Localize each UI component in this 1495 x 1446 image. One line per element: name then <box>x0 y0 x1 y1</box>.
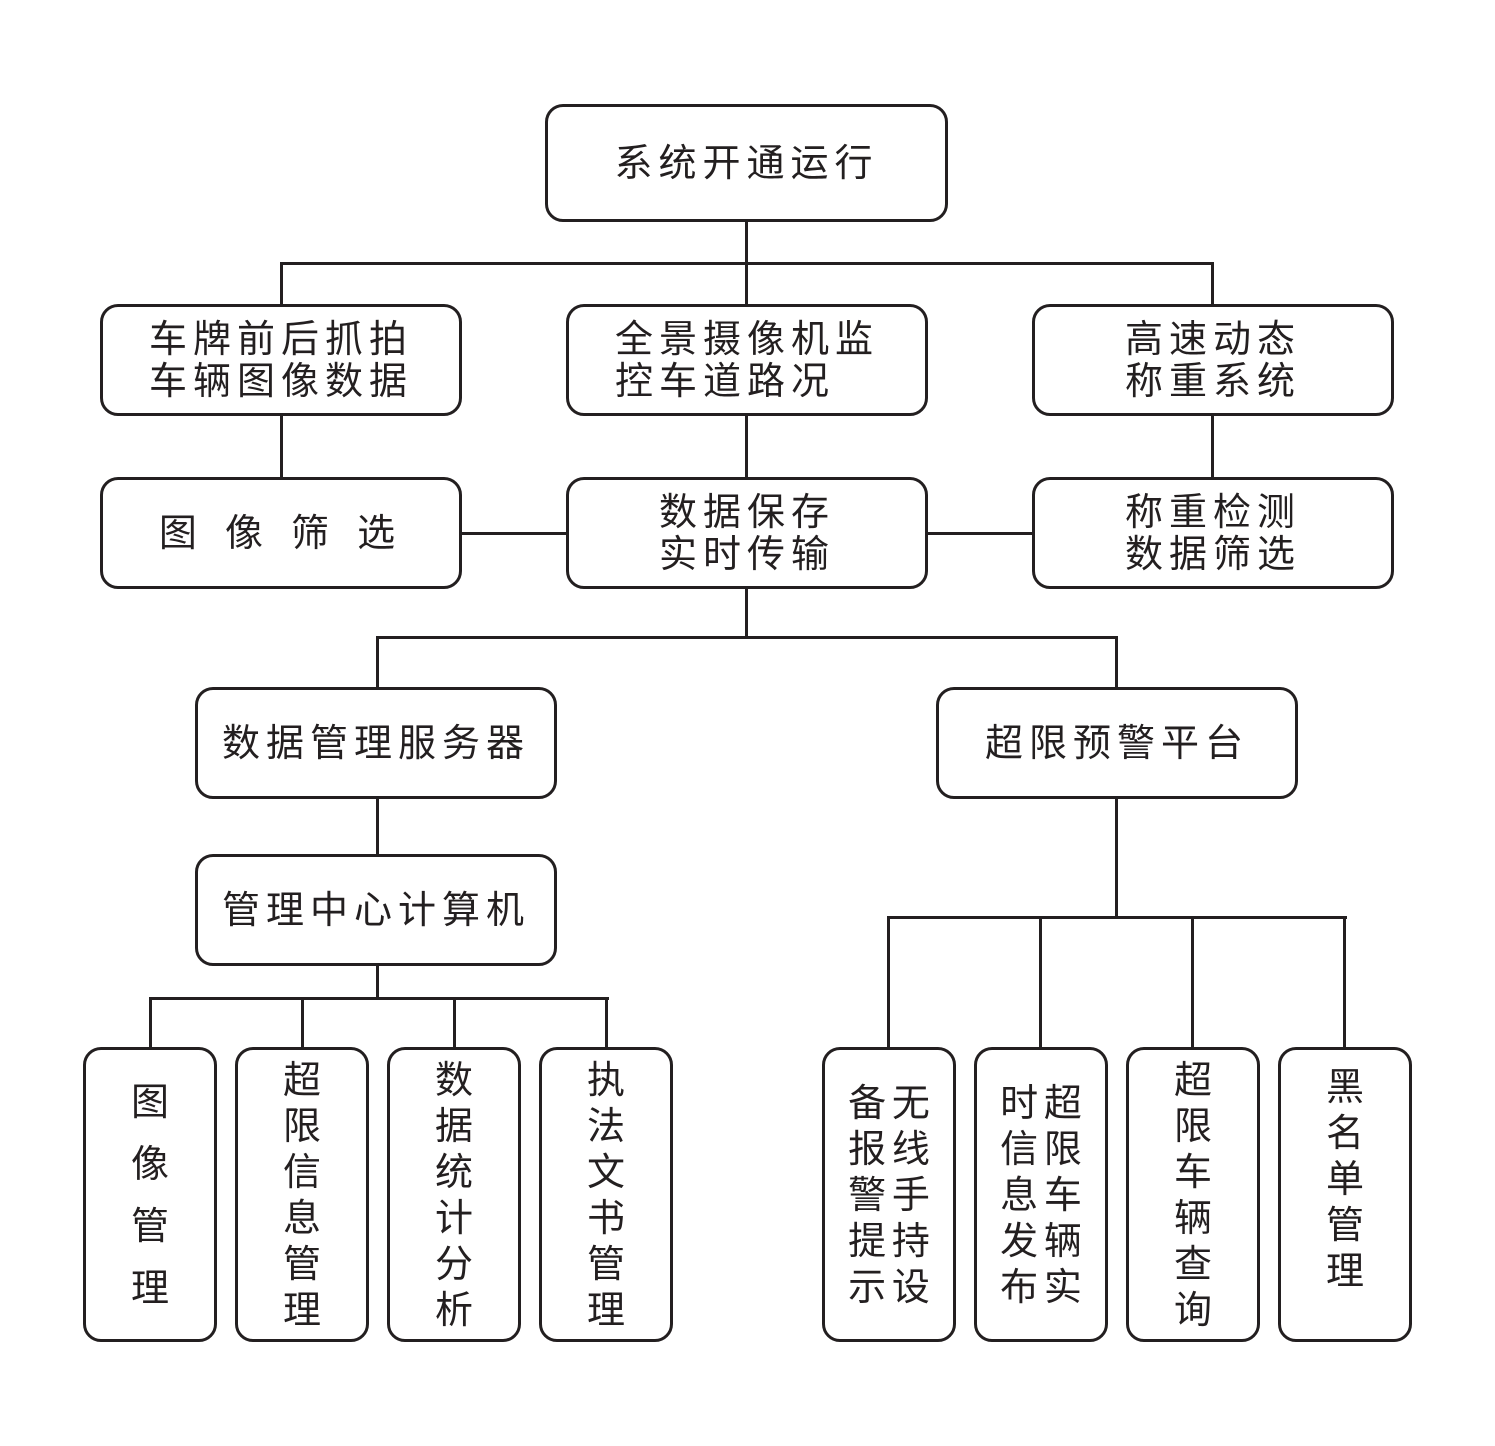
node-panorama-camera-label: 全景摄像机监 控车道路况 <box>614 317 879 403</box>
connector-computer-down <box>376 965 379 999</box>
node-data-stats: 数据统计分析 <box>387 1047 521 1342</box>
node-overload-platform-label: 超限预警平台 <box>984 721 1249 765</box>
connector-br-1 <box>887 916 890 1048</box>
connector-left-column <box>280 415 283 478</box>
connector-platform-down <box>1115 798 1118 918</box>
connector-server-to-computer <box>376 798 379 855</box>
node-wireless-handset-alert: 无线手持设 备报警提示 <box>822 1047 956 1342</box>
connector-bus-center <box>745 262 748 305</box>
node-wim-system-label: 高速动态 称重系统 <box>1124 317 1301 403</box>
connector-mid-bus <box>376 636 1117 639</box>
node-system-start-label: 系统开通运行 <box>614 141 879 185</box>
node-overload-query: 超限车辆查询 <box>1126 1047 1260 1342</box>
node-data-store: 数据保存 实时传输 <box>566 477 928 589</box>
node-overload-info-mgmt-label: 超限信息管理 <box>282 1057 321 1332</box>
node-image-filter: 图 像 筛 选 <box>100 477 462 589</box>
node-plate-capture: 车牌前后抓拍 车辆图像数据 <box>100 304 462 416</box>
node-realtime-release-col2: 时信息发布 <box>1000 1080 1039 1309</box>
connector-bottom-right-bus <box>887 916 1347 919</box>
connector-mid-left <box>376 636 379 688</box>
connector-bottom-left-bus <box>149 997 609 1000</box>
node-weigh-filter: 称重检测 数据筛选 <box>1032 477 1394 589</box>
connector-br-2 <box>1039 916 1042 1048</box>
node-wim-system: 高速动态 称重系统 <box>1032 304 1394 416</box>
connector-right-column <box>1211 415 1214 478</box>
node-blacklist-mgmt: 黑名单管理 <box>1278 1047 1412 1342</box>
node-image-filter-label: 图 像 筛 选 <box>158 511 404 555</box>
node-overload-info-mgmt: 超限信息管理 <box>235 1047 369 1342</box>
node-overload-platform: 超限预警平台 <box>936 687 1298 799</box>
node-law-doc-mgmt: 执法文书管理 <box>539 1047 673 1342</box>
connector-mid-right <box>1115 636 1118 688</box>
connector-filter-to-store <box>461 532 567 535</box>
connector-store-to-weigh <box>927 532 1033 535</box>
node-realtime-release: 超限车辆实 时信息发布 <box>974 1047 1108 1342</box>
node-data-server: 数据管理服务器 <box>195 687 557 799</box>
node-realtime-release-col1: 超限车辆实 <box>1043 1080 1082 1309</box>
node-law-doc-mgmt-label: 执法文书管理 <box>586 1057 625 1332</box>
node-data-store-label: 数据保存 实时传输 <box>658 490 835 576</box>
node-wireless-handset-alert-col1: 无线手持设 <box>891 1080 930 1309</box>
node-plate-capture-label: 车牌前后抓拍 车辆图像数据 <box>148 317 413 403</box>
node-overload-query-label: 超限车辆查询 <box>1173 1057 1212 1332</box>
node-center-computer-label: 管理中心计算机 <box>221 888 530 932</box>
node-image-mgmt-label: 图像管理 <box>130 1079 169 1310</box>
connector-root-down <box>745 221 748 263</box>
connector-bl-2 <box>301 997 304 1048</box>
connector-bl-3 <box>453 997 456 1048</box>
node-panorama-camera: 全景摄像机监 控车道路况 <box>566 304 928 416</box>
connector-store-down <box>745 588 748 637</box>
connector-bus-left <box>280 262 283 305</box>
connector-bl-4 <box>605 997 608 1048</box>
node-weigh-filter-label: 称重检测 数据筛选 <box>1124 490 1301 576</box>
node-wireless-handset-alert-col2: 备报警提示 <box>848 1080 887 1309</box>
connector-bl-1 <box>149 997 152 1048</box>
node-data-stats-label: 数据统计分析 <box>434 1057 473 1332</box>
node-blacklist-mgmt-label: 黑名单管理 <box>1325 1065 1364 1293</box>
node-center-computer: 管理中心计算机 <box>195 854 557 966</box>
connector-center-column <box>745 415 748 478</box>
node-data-server-label: 数据管理服务器 <box>221 721 530 765</box>
node-image-mgmt: 图像管理 <box>83 1047 217 1342</box>
connector-bus-right <box>1211 262 1214 305</box>
connector-br-3 <box>1191 916 1194 1048</box>
node-system-start: 系统开通运行 <box>545 104 948 222</box>
connector-br-4 <box>1343 916 1346 1048</box>
